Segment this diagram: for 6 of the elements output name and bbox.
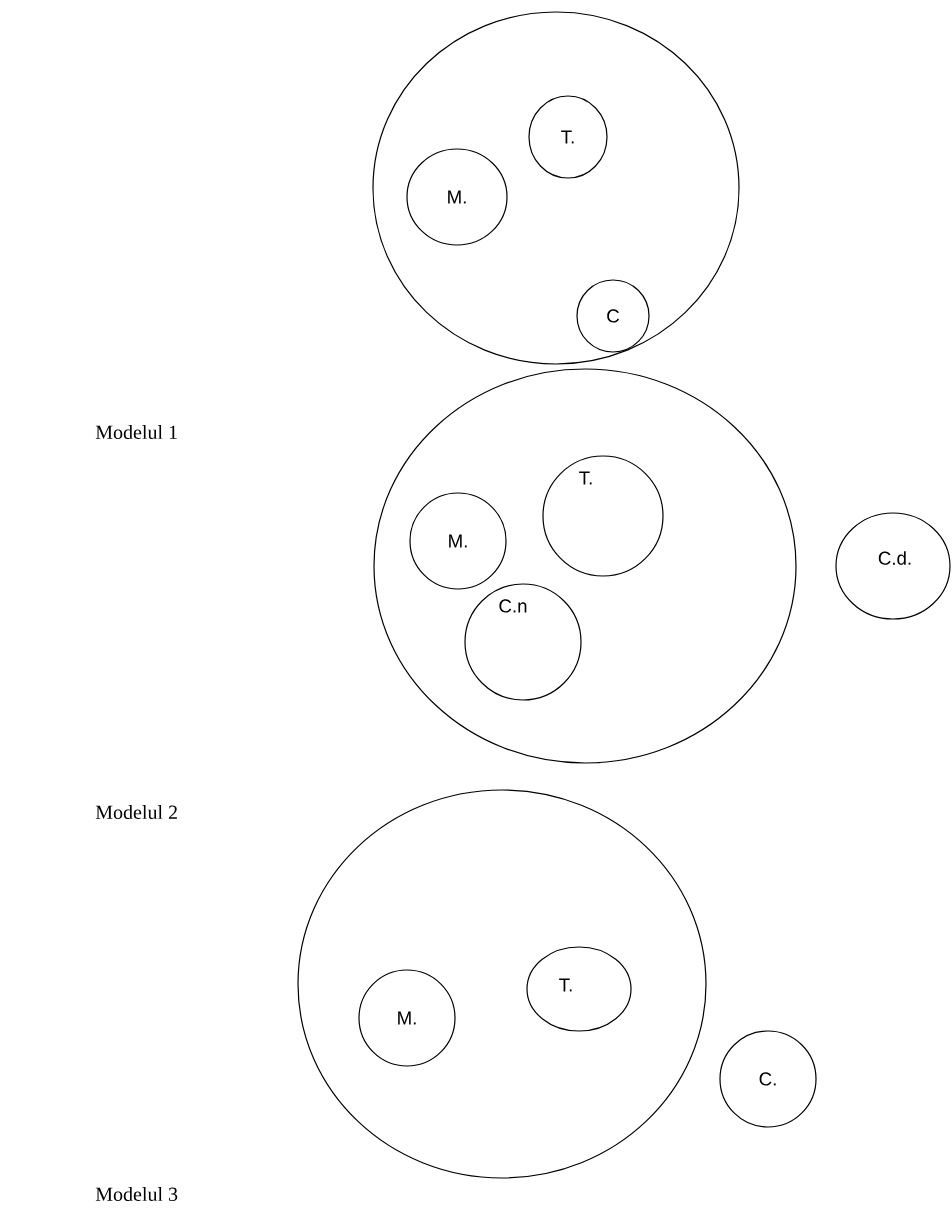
set-circle	[372, 11, 740, 365]
model-label: Modelul 1	[95, 424, 177, 439]
model-label: Modelul 3	[95, 1186, 178, 1201]
model-label: Modelul 2	[95, 804, 177, 819]
set-circle	[373, 368, 797, 764]
set-circle	[297, 789, 707, 1179]
